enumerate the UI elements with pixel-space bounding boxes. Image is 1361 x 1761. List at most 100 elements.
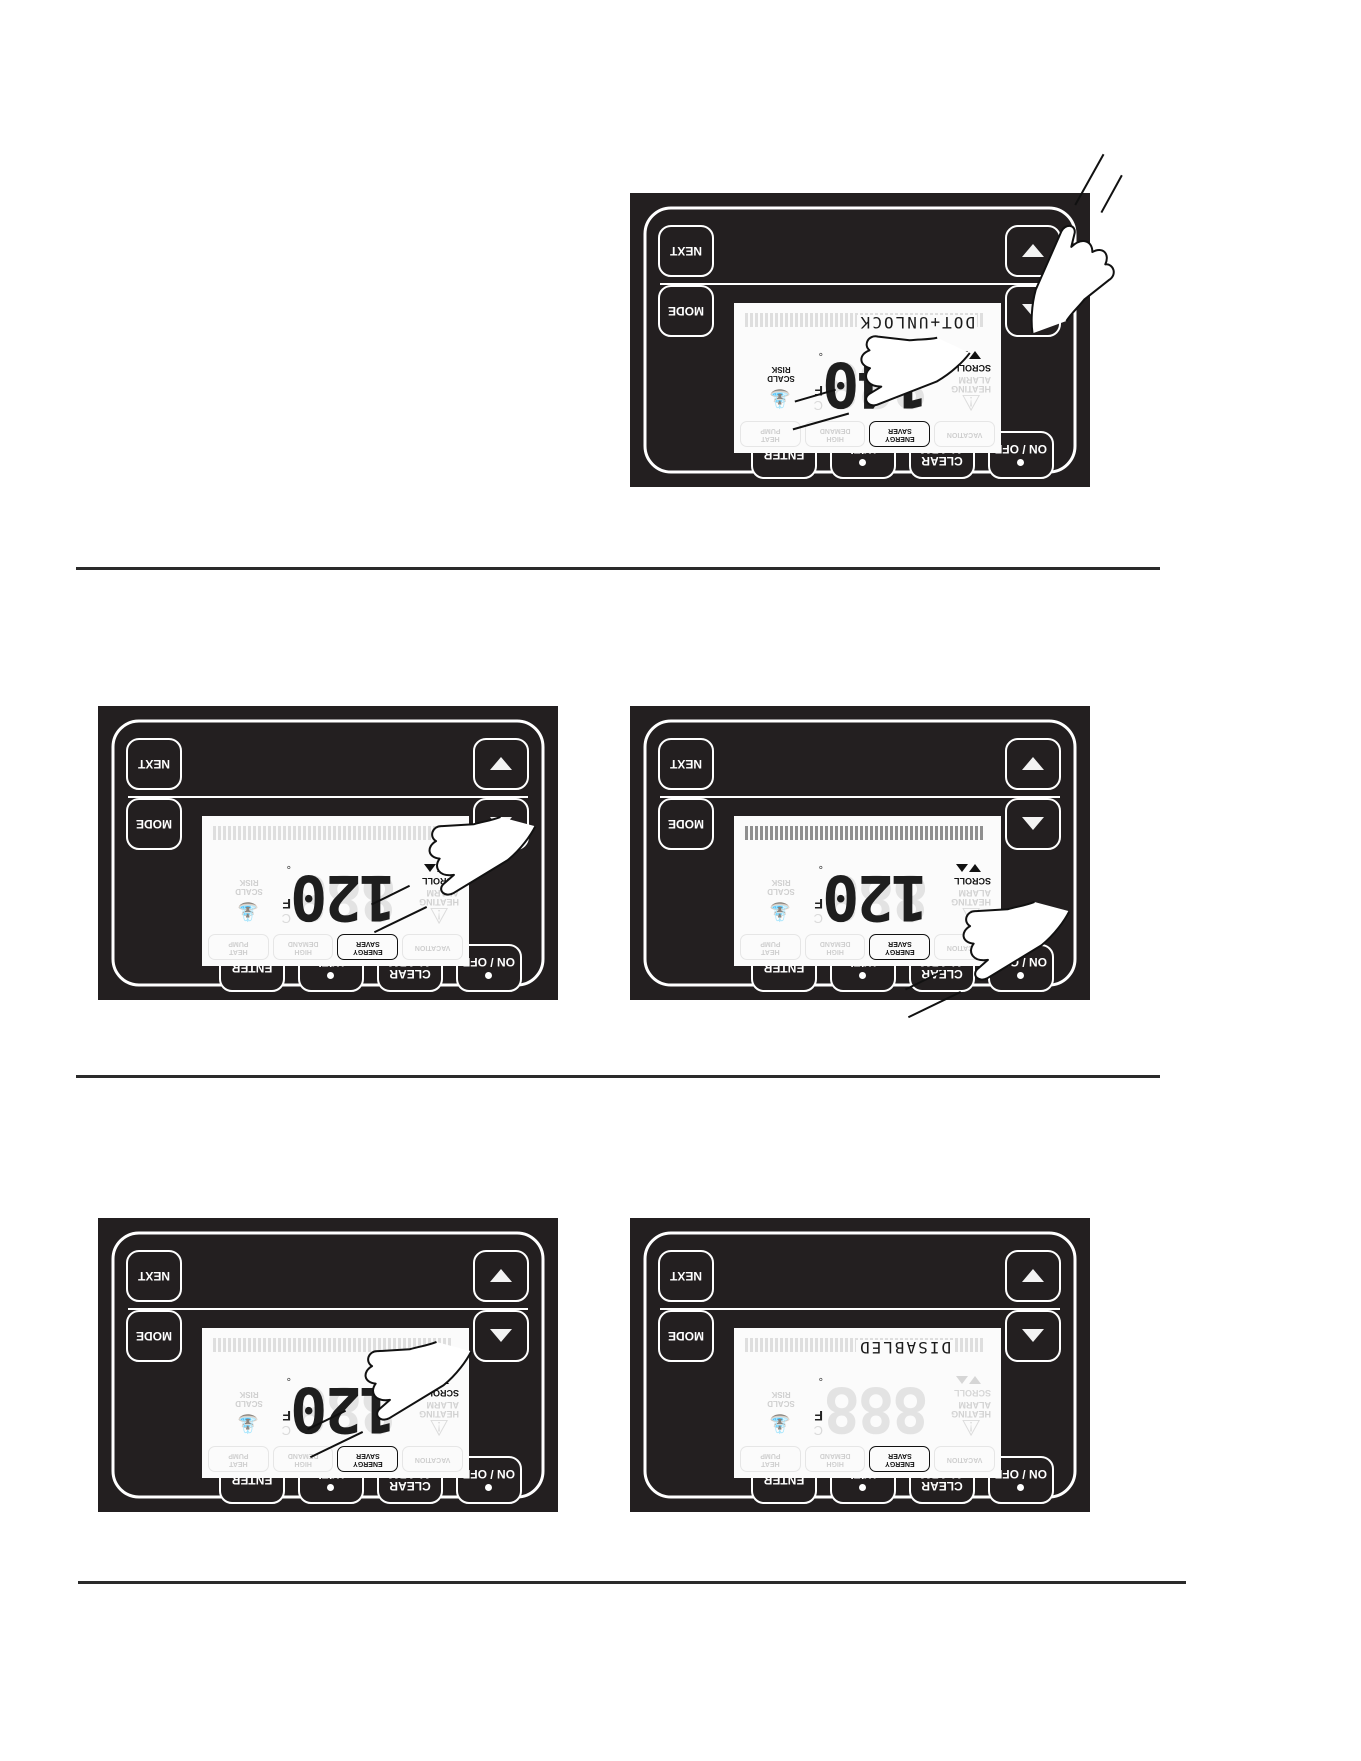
mode-high-demand: HIGH DEMAND (272, 934, 334, 960)
lcd-message: DOT+UNLOCK (856, 313, 977, 332)
message-dot-matrix (743, 826, 983, 840)
temperature-readout: 120 (293, 1373, 396, 1446)
faucet-icon: ⛲ (236, 902, 259, 922)
lcd-message: DISABLED (855, 1338, 953, 1357)
degree-symbol: ° (286, 858, 291, 870)
scald-risk-label: SCALD RISK (235, 1390, 263, 1408)
scroll-label: SCROLL (422, 876, 459, 886)
unit-celsius: C (813, 398, 823, 413)
mode-heat-pump: HEAT PUMP (208, 1446, 269, 1472)
mode-high-demand: HIGH DEMAND (804, 421, 866, 447)
down-arrow-button[interactable] (1005, 798, 1061, 850)
heating-alarm-label: HEATING ALARM (951, 375, 991, 394)
message-dot-matrix (211, 1338, 451, 1352)
lcd-display: VACATION ENERGY SAVER HIGH DEMAND HEAT P… (202, 1328, 469, 1478)
up-arrow-button[interactable] (1005, 1250, 1061, 1302)
wifi-led (327, 972, 335, 980)
up-arrow-icon (490, 1269, 512, 1283)
next-button[interactable]: NEXT (126, 1250, 182, 1302)
lcd-display: VACATION ENERGY SAVER HIGH DEMAND HEAT P… (734, 816, 1001, 966)
message-dot-matrix (211, 826, 451, 840)
scroll-label: SCROLL (954, 363, 991, 373)
unit-celsius: C (281, 911, 291, 926)
down-arrow-button[interactable] (1005, 1310, 1061, 1362)
on-off-led (485, 1484, 493, 1492)
scroll-down-icon (437, 864, 449, 872)
faucet-icon: ⛲ (768, 902, 791, 922)
mode-button[interactable]: MODE (126, 1310, 182, 1362)
mode-heat-pump: HEAT PUMP (208, 934, 269, 960)
mode-energy-saver: ENERGY SAVER (337, 1446, 399, 1472)
mode-indicators: VACATION ENERGY SAVER HIGH DEMAND HEAT P… (740, 421, 995, 447)
heating-alarm-label: HEATING ALARM (419, 888, 459, 907)
control-panel-power: ON / OFF CLEAR ALARM WiFi ENTER MODE (98, 1218, 558, 1512)
unit-fahrenheit: F (814, 896, 823, 912)
next-button[interactable]: NEXT (658, 1250, 714, 1302)
scald-risk-label: SCALD RISK (767, 1390, 795, 1408)
on-off-led (485, 972, 493, 980)
mode-vacation: VACATION (934, 421, 995, 447)
control-panel-scroll-down: ON / OFF CLEAR ALARM WiFi ENTER MODE (630, 706, 1090, 1000)
down-arrow-icon (1022, 817, 1044, 831)
unit-fahrenheit: F (814, 383, 823, 399)
section-divider-1 (76, 567, 1160, 570)
lcd-display: VACATION ENERGY SAVER HIGH DEMAND HEAT P… (734, 303, 1001, 453)
mode-vacation: VACATION (934, 934, 995, 960)
down-arrow-button[interactable] (473, 1310, 529, 1362)
down-arrow-icon (1022, 1329, 1044, 1343)
mode-indicators: VACATION ENERGY SAVER HIGH DEMAND HEAT P… (208, 934, 463, 960)
heating-alarm-label: HEATING ALARM (419, 1400, 459, 1419)
degree-symbol: ° (286, 1370, 291, 1382)
mode-energy-saver: ENERGY SAVER (869, 934, 931, 960)
on-off-led (1017, 1484, 1025, 1492)
faucet-icon: ⛲ (236, 1414, 259, 1434)
mode-high-demand: HIGH DEMAND (804, 934, 866, 960)
scroll-up-icon (424, 864, 436, 872)
up-arrow-button[interactable] (1005, 225, 1061, 277)
mode-energy-saver: ENERGY SAVER (337, 934, 399, 960)
scroll-up-icon (424, 1376, 436, 1384)
mode-high-demand: HIGH DEMAND (272, 1446, 334, 1472)
temperature-readout: 120 (825, 861, 928, 934)
mode-indicators: VACATION ENERGY SAVER HIGH DEMAND HEAT P… (208, 1446, 463, 1472)
faucet-icon: ⛲ (768, 389, 791, 409)
down-arrow-button[interactable] (473, 798, 529, 850)
mode-button[interactable]: MODE (658, 1310, 714, 1362)
faucet-icon: ⛲ (768, 1414, 791, 1434)
down-arrow-button[interactable] (1005, 285, 1061, 337)
up-arrow-icon (1022, 244, 1044, 258)
scroll-up-icon (956, 1376, 968, 1384)
control-panel-unlock: ON / OFF CLEAR ALARM WiFi ENTER MODE (630, 193, 1090, 487)
scroll-down-icon (437, 1376, 449, 1384)
unit-fahrenheit: F (814, 1408, 823, 1424)
mode-button[interactable]: MODE (658, 285, 714, 337)
mode-button[interactable]: MODE (658, 798, 714, 850)
unit-celsius: C (813, 911, 823, 926)
section-divider-2 (76, 1075, 1160, 1078)
mode-energy-saver: ENERGY SAVER (869, 421, 931, 447)
wifi-led (327, 1484, 335, 1492)
next-button[interactable]: NEXT (658, 225, 714, 277)
scroll-label: SCROLL (954, 1388, 991, 1398)
mode-button[interactable]: MODE (126, 798, 182, 850)
wifi-led (859, 1484, 867, 1492)
up-arrow-button[interactable] (1005, 738, 1061, 790)
on-off-led (1017, 459, 1025, 467)
unit-fahrenheit: F (282, 896, 291, 912)
next-button[interactable]: NEXT (658, 738, 714, 790)
mode-heat-pump: HEAT PUMP (740, 1446, 801, 1472)
degree-symbol: ° (818, 345, 823, 357)
scroll-up-icon (956, 351, 968, 359)
unit-fahrenheit: F (282, 1408, 291, 1424)
up-arrow-button[interactable] (473, 1250, 529, 1302)
heating-alarm-label: HEATING ALARM (951, 888, 991, 907)
lcd-display: VACATION ENERGY SAVER HIGH DEMAND HEAT P… (202, 816, 469, 966)
down-arrow-icon (490, 817, 512, 831)
up-arrow-button[interactable] (473, 738, 529, 790)
on-off-led (1017, 972, 1025, 980)
next-button[interactable]: NEXT (126, 738, 182, 790)
scroll-down-icon (969, 864, 981, 872)
down-arrow-icon (1022, 304, 1044, 318)
mode-vacation: VACATION (934, 1446, 995, 1472)
mode-vacation: VACATION (402, 934, 463, 960)
